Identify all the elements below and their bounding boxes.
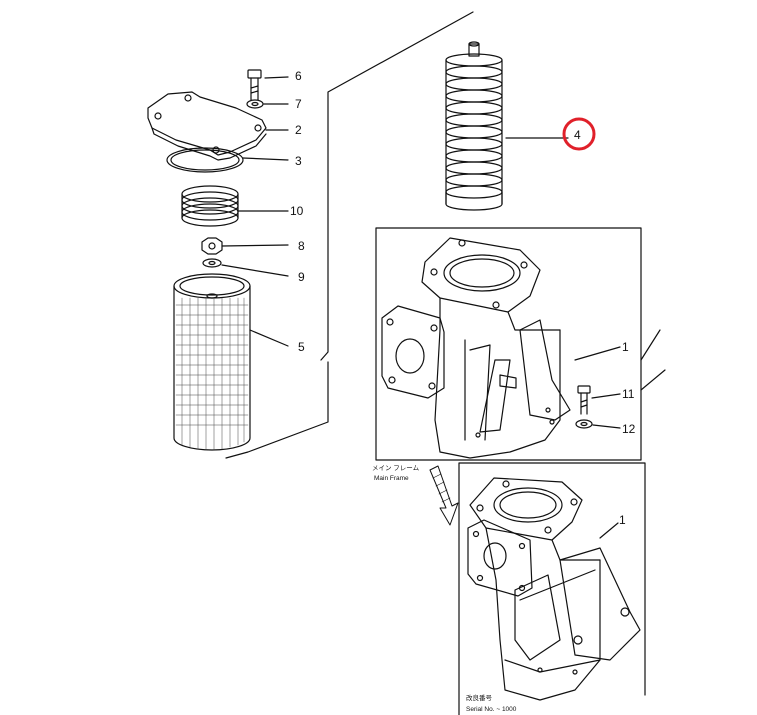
upper-frame-box	[375, 227, 666, 461]
filter-element-part-6	[173, 273, 289, 451]
label-5: 7	[295, 97, 302, 111]
caption-variant-jp: 改良番号	[466, 693, 493, 702]
label-8: 8	[298, 239, 305, 253]
cover-plate-part-2	[147, 91, 289, 161]
bolt-part-11	[577, 385, 621, 415]
variant-arrow	[429, 465, 459, 526]
caption-variant-en: Serial No. ~ 1000	[466, 706, 517, 713]
spring-part-10	[181, 185, 289, 227]
o-ring-part-3	[166, 147, 289, 173]
label-2: 2	[295, 123, 302, 137]
label-11: 11	[622, 387, 635, 401]
label-12: 12	[622, 422, 636, 436]
magnet-stack-part-7	[445, 41, 503, 211]
washer-part-9	[202, 258, 289, 277]
label-1-upper: 1	[622, 340, 629, 354]
label-3: 3	[295, 154, 302, 168]
label-1-lower: 1	[619, 513, 626, 527]
label-10: 10	[290, 204, 304, 218]
caption-main-frame-jp: メイン フレーム	[372, 464, 420, 472]
label-4: 6	[295, 69, 302, 83]
bolt-part-4	[247, 69, 289, 101]
washer-part-5	[246, 99, 289, 109]
lower-frame-housing-part-1	[467, 477, 641, 701]
label-9: 9	[298, 270, 305, 284]
upper-frame-housing-part-1	[381, 237, 621, 459]
nut-part-8	[201, 237, 289, 255]
label-7: 4	[574, 128, 581, 142]
part-labels: 6 7 2 3 10 8 9 5 4 1 11 12 1 メイン フレーム Ma…	[290, 69, 636, 713]
lower-frame-box	[458, 462, 646, 715]
assembly-bracket-lines	[225, 11, 569, 459]
label-6: 5	[298, 340, 305, 354]
highlight-circle-part-7	[562, 117, 596, 151]
washer-part-12	[575, 419, 621, 429]
caption-main-frame-en: Main Frame	[374, 475, 409, 482]
